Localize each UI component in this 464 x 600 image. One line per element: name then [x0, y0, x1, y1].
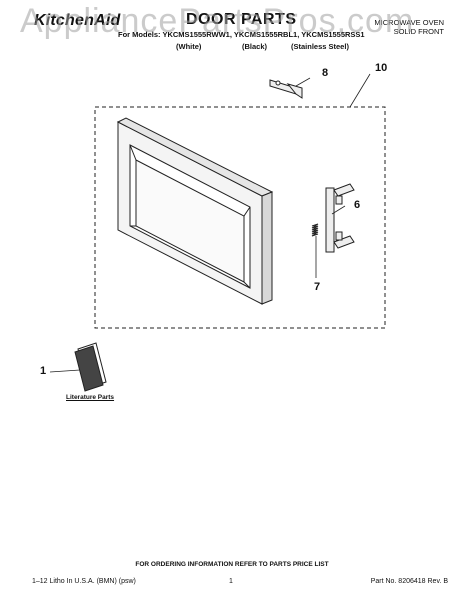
ordering-note: FOR ORDERING INFORMATION REFER TO PARTS …: [135, 561, 329, 568]
finish-stainless: (Stainless Steel): [291, 42, 349, 51]
latch-assembly: [325, 183, 355, 253]
literature-label: Literature Parts: [66, 394, 115, 401]
litho-note: 1–12 Litho In U.S.A. (BMN) (psw): [32, 578, 136, 585]
finish-white: (White): [176, 42, 202, 51]
callout-6: 6: [354, 199, 361, 211]
page-title: DOOR PARTS: [186, 11, 297, 28]
door-panel: [116, 117, 274, 305]
brand-logo: KitchenAid: [34, 12, 121, 29]
latch-bracket: [269, 79, 303, 99]
callout-7: 7: [314, 281, 321, 293]
watermark: AppliancePartsPros.com: [20, 2, 415, 40]
callout-8: 8: [322, 67, 329, 79]
product-variant: SOLID FRONT: [393, 27, 444, 36]
part-number: Part No. 8206418 Rev. B: [370, 578, 448, 585]
callout-leaders: [49, 73, 371, 373]
page-number: 1: [229, 578, 233, 585]
product-description: MICROWAVE OVEN SOLID FRONT: [374, 18, 444, 36]
finish-black: (Black): [242, 42, 268, 51]
callout-10: 10: [375, 62, 388, 74]
door-assembly-outline: [94, 106, 386, 329]
callout-1: 1: [40, 365, 47, 377]
literature-booklet: [74, 342, 107, 392]
model-list: For Models: YKCMS1555RWW1, YKCMS1555RBL1…: [118, 30, 365, 39]
product-name: MICROWAVE OVEN: [374, 18, 444, 27]
latch-spring: [311, 223, 319, 237]
